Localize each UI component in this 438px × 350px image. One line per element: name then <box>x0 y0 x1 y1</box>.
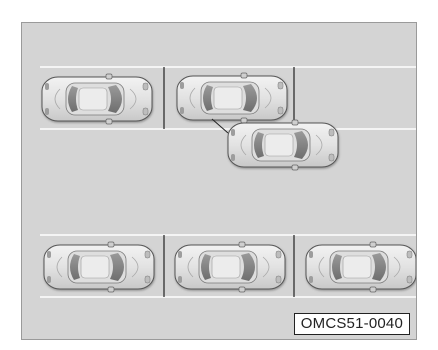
figure-frame: OMCS51-0040 <box>21 22 417 340</box>
car-pulling-out <box>228 120 338 170</box>
top-row-lines <box>40 66 416 130</box>
figure-code-label: OMCS51-0040 <box>293 313 410 335</box>
parked-car-top-left <box>42 74 152 124</box>
parked-car-top-middle <box>177 73 287 123</box>
parked-car-bottom-right <box>306 242 416 292</box>
parking-lot-surface <box>22 23 416 339</box>
parked-car-bottom-left <box>44 242 154 292</box>
pullout-pointer <box>211 118 229 134</box>
parking-lot-illustration <box>22 23 416 339</box>
parked-car-bottom-middle <box>175 242 285 292</box>
bottom-row-lines <box>40 234 416 298</box>
